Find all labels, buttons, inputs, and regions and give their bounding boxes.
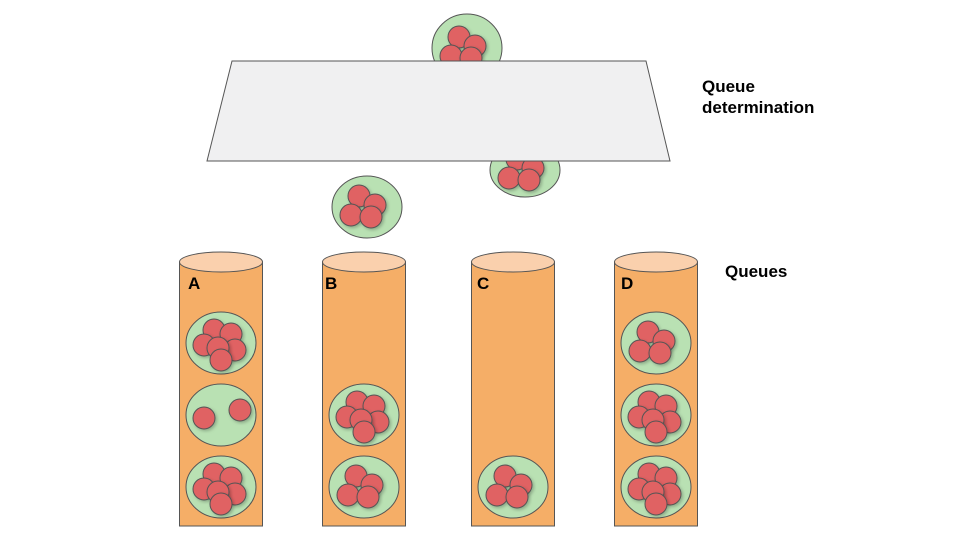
queues-label: Queues bbox=[725, 262, 787, 281]
queue-determination-label-line2: determination bbox=[702, 98, 814, 117]
queue-name: A bbox=[188, 274, 200, 293]
incoming-bag-dropped bbox=[331, 175, 403, 239]
queue-cylinder-top bbox=[322, 251, 406, 273]
bag bbox=[185, 383, 257, 447]
ball bbox=[336, 483, 360, 507]
ball bbox=[192, 406, 216, 430]
queue-cylinder-top bbox=[614, 251, 698, 273]
bag bbox=[185, 455, 257, 519]
queue-a: A bbox=[179, 251, 263, 527]
queue-b: B bbox=[322, 251, 406, 527]
queue-name: D bbox=[621, 274, 633, 293]
ball bbox=[644, 420, 668, 444]
queue-determination-label-line1: Queue bbox=[702, 77, 755, 96]
bag bbox=[328, 383, 400, 447]
queue-name: C bbox=[477, 274, 489, 293]
bag bbox=[328, 455, 400, 519]
queue-determination-funnel bbox=[206, 60, 671, 162]
bag bbox=[620, 455, 692, 519]
queue-name: B bbox=[325, 274, 337, 293]
ball bbox=[485, 483, 509, 507]
ball bbox=[517, 168, 541, 192]
queue-cylinder-top bbox=[471, 251, 555, 273]
bag bbox=[620, 383, 692, 447]
ball bbox=[356, 485, 380, 509]
queue-d: D bbox=[614, 251, 698, 527]
ball bbox=[339, 203, 363, 227]
ball bbox=[644, 492, 668, 516]
ball bbox=[648, 341, 672, 365]
ball bbox=[628, 339, 652, 363]
ball bbox=[497, 166, 521, 190]
ball bbox=[505, 485, 529, 509]
queue-cylinder-top bbox=[179, 251, 263, 273]
bag bbox=[477, 455, 549, 519]
ball bbox=[359, 205, 383, 229]
bag bbox=[620, 311, 692, 375]
bag bbox=[331, 175, 403, 239]
queue-c: C bbox=[471, 251, 555, 527]
bag bbox=[185, 311, 257, 375]
ball bbox=[228, 398, 252, 422]
ball bbox=[209, 348, 233, 372]
ball bbox=[352, 420, 376, 444]
ball bbox=[209, 492, 233, 516]
